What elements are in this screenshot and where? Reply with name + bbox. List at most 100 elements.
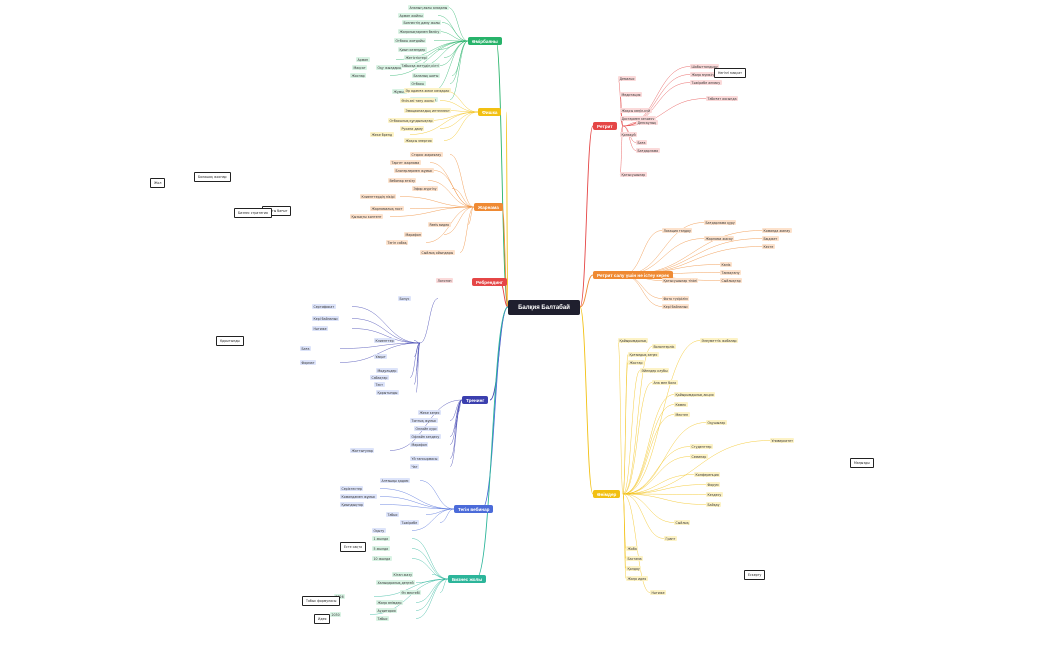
summary-note-n8[interactable]: Идея (314, 614, 331, 624)
node-r9[interactable]: Денсаулық (636, 120, 658, 125)
node-bl1[interactable]: Алғашқы қадам (380, 478, 410, 483)
node-r2[interactable]: Жаңа мүмкіндіктер (690, 72, 726, 77)
node-t7[interactable]: Үй тапсырмасы (410, 456, 439, 461)
node-m1[interactable]: 1 жылда (372, 536, 390, 541)
node-q10[interactable]: Сыйлықтар (720, 278, 743, 283)
summary-note-n3[interactable]: Қорытынды (216, 336, 244, 346)
node-y17[interactable]: Мектеп (674, 412, 690, 417)
node-t11[interactable]: Кері байланыс (312, 316, 340, 321)
node-y1[interactable]: Әр адамға жеке көзқарас (404, 88, 451, 93)
node-y8[interactable]: Қайырымдылық (618, 338, 648, 343)
branch-b2[interactable]: Фишка (478, 108, 502, 116)
node-q7[interactable]: Қатысушылар тізімі (662, 278, 699, 283)
node-q3[interactable]: Жарнама жасау (704, 236, 735, 241)
node-y24[interactable]: Кездесу (706, 492, 723, 497)
node-o7[interactable]: Жарнамалық пост (370, 206, 404, 211)
node-o5[interactable]: Эфир жүргізу (412, 186, 438, 191)
node-q6[interactable]: Кесте (762, 244, 775, 249)
summary-note-n5[interactable]: Ескерту (744, 570, 766, 580)
node-r5[interactable]: Медитация (620, 92, 642, 97)
node-o8[interactable]: Қызықты контент (350, 214, 384, 219)
branch-b10[interactable]: Бизнес жолы (448, 575, 487, 583)
node-t19[interactable]: Тест (374, 382, 385, 387)
node-y7[interactable]: Жақсы энергия (404, 138, 434, 143)
node-g6[interactable]: Қиын кезеңдер (398, 47, 427, 52)
node-y13[interactable]: Әйелдер клубы (640, 368, 670, 373)
node-y9[interactable]: Волонтерлік (652, 344, 676, 349)
branch-b4[interactable]: Ребрендинг (472, 278, 507, 286)
branch-b1[interactable]: Өмірбаяны (468, 37, 502, 45)
node-t20[interactable]: Қорытынды (376, 390, 399, 395)
node-y32[interactable]: Нәтиже (650, 590, 667, 595)
node-g4[interactable]: Жаңалықтармен бөлісу (398, 29, 441, 34)
node-t1[interactable]: Жеке кеңес (418, 410, 441, 415)
node-y16[interactable]: Көмек (674, 402, 688, 407)
node-m4[interactable]: Кітап жазу (392, 572, 414, 577)
node-q9[interactable]: Тамақтану (720, 270, 741, 275)
node-t9[interactable]: Бонус (398, 296, 411, 301)
node-g14[interactable]: Отбасы (410, 81, 426, 86)
summary-note-n11[interactable]: Бизнес стратегия (234, 208, 272, 218)
node-p1[interactable]: Логотип (436, 278, 453, 283)
node-g3[interactable]: Бизнестің даму жолы (402, 20, 442, 25)
node-y21[interactable]: Семинар (690, 454, 708, 459)
node-r1[interactable]: Шабыттандыру (690, 64, 720, 69)
node-t16[interactable]: Формат (300, 360, 316, 365)
node-bl6[interactable]: Тәжірибе (400, 520, 419, 525)
node-m11[interactable]: 2030 (330, 612, 342, 617)
node-g9[interactable]: Балалық шағы (412, 73, 440, 78)
node-t10[interactable]: Сертификат (312, 304, 336, 309)
node-r7[interactable]: Жақсы көңіл-күй (620, 108, 652, 113)
node-o1[interactable]: Сторис жариялау (410, 152, 443, 157)
node-t12[interactable]: Нәтиже (312, 326, 329, 331)
summary-note-n6[interactable]: Есте сақта (340, 542, 367, 552)
node-t4[interactable]: Офлайн кездесу (410, 434, 441, 439)
node-q5[interactable]: Бюджет (762, 236, 779, 241)
node-t14[interactable]: Баға (300, 346, 311, 351)
node-o10[interactable]: Марафон (404, 232, 423, 237)
node-t18[interactable]: Сабақтар (370, 375, 389, 380)
branch-b5[interactable]: Тренинг (462, 396, 489, 404)
node-g8[interactable]: Табысқа жетудің кілті (400, 63, 441, 68)
node-y14[interactable]: Ана мен бала (652, 380, 678, 385)
node-m3[interactable]: 10 жылда (372, 556, 392, 561)
summary-note-n2[interactable]: Болашақ жоспар (194, 172, 231, 182)
node-y3[interactable]: Эмоционалдық интеллект (404, 108, 452, 113)
branch-b7[interactable]: Ретрит салу үшін не істеу керек (593, 271, 673, 279)
node-bl4[interactable]: Қиындықтар (340, 502, 365, 507)
node-t5[interactable]: Марафон (410, 442, 429, 447)
node-g5[interactable]: Отбасы жағдайы (394, 38, 427, 43)
node-o9[interactable]: Reels видео (428, 222, 451, 227)
node-q4[interactable]: Команда жинау (762, 228, 792, 233)
node-g10[interactable]: Оқу жылдары (376, 65, 403, 70)
node-q1[interactable]: Локация таңдау (662, 228, 693, 233)
node-y2[interactable]: Өзін-өзі тану жолы (400, 98, 436, 103)
node-r6[interactable]: Табиғат аясында (706, 96, 739, 101)
node-t17[interactable]: Модульдер (376, 368, 398, 373)
summary-note-n4[interactable]: Маңызды (850, 458, 874, 468)
node-t13[interactable]: Клиенттер (374, 338, 396, 343)
node-o4[interactable]: Вебинар өткізу (388, 178, 417, 183)
node-y15[interactable]: Қайырымдылық акция (674, 392, 715, 397)
node-o2[interactable]: Таргет жарнама (390, 160, 421, 165)
node-y31[interactable]: Жаңа идея (626, 576, 648, 581)
node-m9[interactable]: Табыс (376, 616, 390, 621)
node-r3[interactable]: Тәжірибе алмасу (690, 80, 722, 85)
node-q8[interactable]: Көлік (720, 262, 733, 267)
node-o11[interactable]: Тегін сабақ (386, 240, 409, 245)
node-q12[interactable]: Кері байланыс (662, 304, 690, 309)
node-y12[interactable]: Жастар (628, 360, 644, 365)
summary-note-n10[interactable]: Жол (150, 178, 166, 188)
node-g11[interactable]: Арман (356, 57, 370, 62)
node-t8[interactable]: Чат (410, 464, 419, 469)
node-y5[interactable]: Рухани даму (400, 126, 425, 131)
node-r11[interactable]: Баға (636, 140, 647, 145)
node-y20[interactable]: Студенттер (690, 444, 713, 449)
node-y10[interactable]: Әлеуметтік жобалар (700, 338, 739, 343)
node-y11[interactable]: Қоғамдық кеңес (628, 352, 659, 357)
node-r12[interactable]: Бағдарлама (636, 148, 660, 153)
node-y30[interactable]: Қолдау (626, 566, 642, 571)
node-m7[interactable]: Жаңа өнімдер (376, 600, 403, 605)
node-y29[interactable]: Бастама (626, 556, 644, 561)
branch-b3[interactable]: Жарнама (474, 203, 503, 211)
